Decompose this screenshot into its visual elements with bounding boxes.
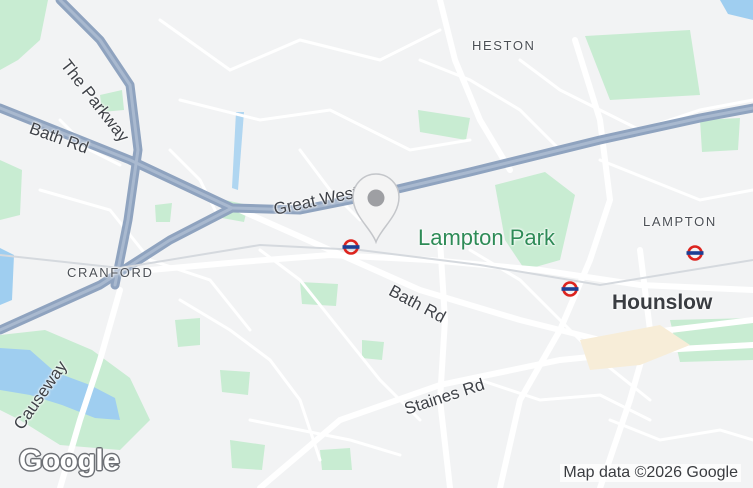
trunk-roads-inner [0,0,753,332]
area-label-heston: HESTON [472,38,536,53]
town-label-hounslow: Hounslow [612,291,713,314]
park-label-lampton-park[interactable]: Lampton Park [418,225,555,250]
underground-station-icon[interactable] [561,280,579,298]
minor-streets [38,18,753,462]
google-logo: Google [19,444,120,477]
location-pin-icon[interactable] [349,172,403,244]
underground-station-icon[interactable] [342,238,360,256]
underground-station-icon[interactable] [686,244,704,262]
rail-lines [0,243,753,287]
main-roads [57,0,753,488]
town-centre-area [580,325,690,370]
area-label-cranford: CRANFORD [67,265,154,280]
map-attribution[interactable]: Map data ©2026 Google [560,464,741,482]
water [0,0,753,420]
area-label-lampton: LAMPTON [643,214,717,229]
